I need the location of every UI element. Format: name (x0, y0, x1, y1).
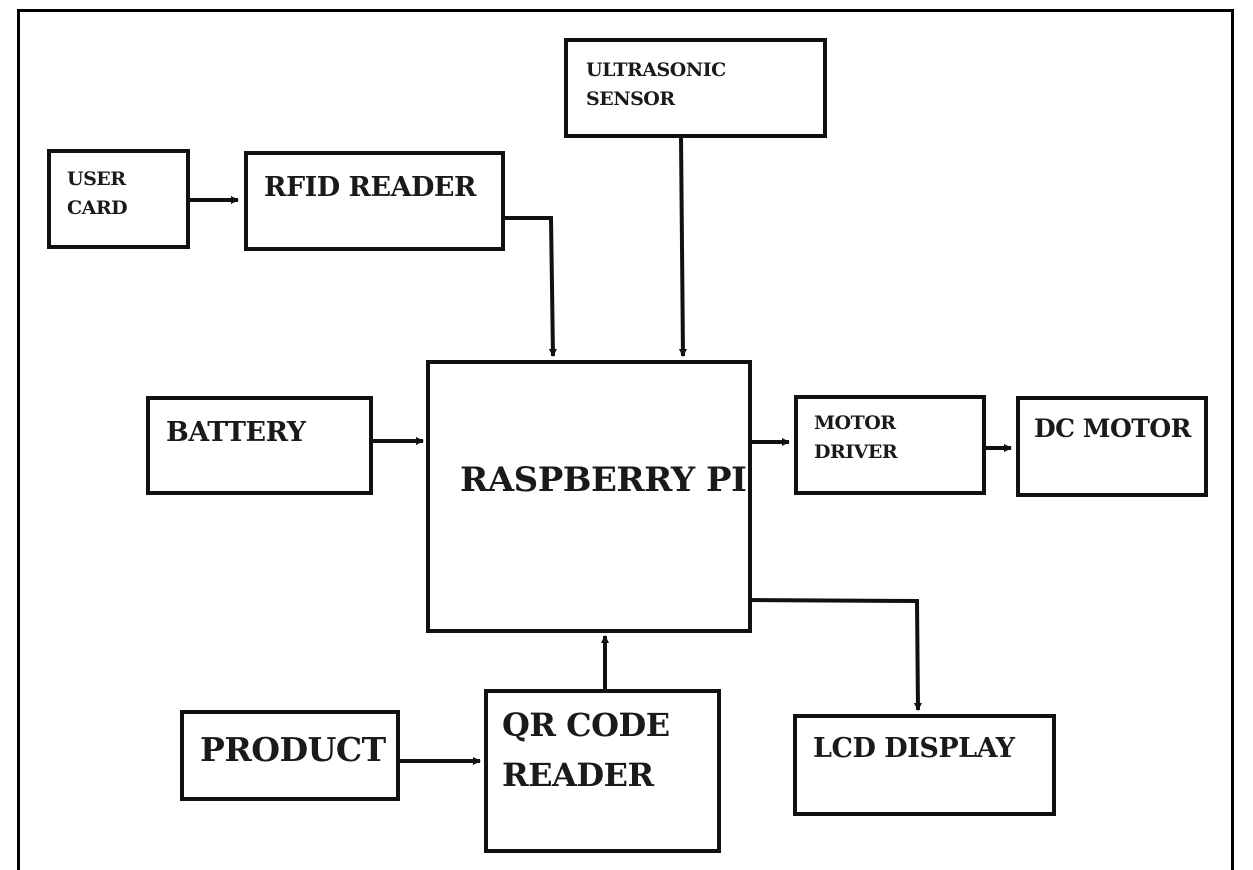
motor-driver-block: MOTOR DRIVER (794, 395, 986, 495)
diagram-frame-top (17, 9, 1234, 12)
diagram-frame-left (17, 9, 20, 870)
user-card-label: USER CARD (67, 168, 128, 220)
product-label: PRODUCT (200, 730, 386, 769)
rfid-reader-label: RFID READER (264, 172, 476, 203)
lcd-display-label: LCD DISPLAY (813, 733, 1015, 764)
ultrasonic-sensor-block: ULTRASONIC SENSOR (564, 38, 827, 138)
raspberry-pi-block: RASPBERRY PI (426, 360, 752, 633)
arrow-raspberry-pi-to-lcd (749, 598, 922, 711)
lcd-display-block: LCD DISPLAY (793, 714, 1056, 816)
motor-driver-label: MOTOR DRIVER (814, 412, 898, 464)
arrow-ultrasonic-to-raspberry-pi (678, 135, 687, 357)
diagram-frame-right (1231, 9, 1234, 870)
user-card-block: USER CARD (47, 149, 190, 249)
dc-motor-label: DC MOTOR (1034, 414, 1191, 443)
battery-label: BATTERY (166, 417, 306, 448)
ultrasonic-sensor-label: ULTRASONIC SENSOR (586, 59, 726, 111)
dc-motor-block: DC MOTOR (1016, 396, 1208, 497)
product-block: PRODUCT (180, 710, 400, 801)
rfid-reader-block: RFID READER (244, 151, 505, 251)
raspberry-pi-label: RASPBERRY PI (460, 460, 747, 500)
qr-code-reader-block: QR CODE READER (484, 689, 721, 853)
battery-block: BATTERY (146, 396, 373, 495)
qr-code-reader-label: QR CODE READER (502, 706, 670, 794)
arrow-rfid-to-raspberry-pi (504, 216, 557, 357)
